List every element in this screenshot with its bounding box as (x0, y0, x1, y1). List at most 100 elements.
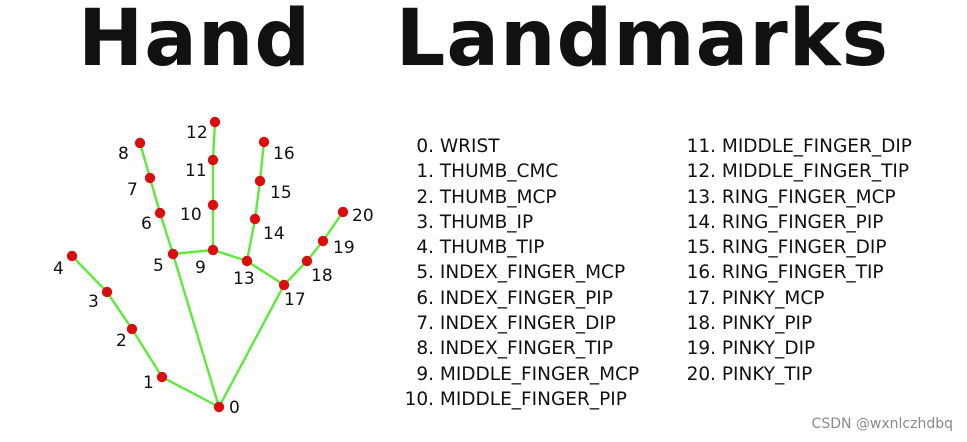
landmark-point-12 (209, 116, 221, 128)
legend-name: INDEX_FINGER_MCP (434, 262, 626, 284)
legend-item-19: 19. PINKY_DIP (684, 336, 912, 361)
legend-name: INDEX_FINGER_TIP (434, 338, 614, 360)
connection-2-3 (105, 290, 134, 331)
connection-13-17 (245, 259, 286, 287)
legend-number: 1. (416, 161, 434, 183)
landmark-point-6 (154, 207, 166, 219)
landmark-point-19 (317, 235, 329, 247)
legend-number: 9. (416, 363, 434, 385)
legend-name: PINKY_PIP (716, 313, 813, 335)
legend-item-16: 16. RING_FINGER_TIP (684, 260, 912, 285)
landmark-label-13: 13 (233, 269, 255, 289)
landmark-points-layer (66, 116, 349, 413)
legend-number: 18. (686, 313, 716, 335)
landmark-label-19: 19 (333, 238, 355, 258)
connections-layer (70, 120, 345, 409)
landmark-point-7 (144, 172, 156, 184)
landmark-label-4: 4 (53, 259, 64, 279)
landmark-label-1: 1 (143, 373, 154, 393)
landmark-point-13 (241, 255, 253, 267)
connection-19-20 (321, 210, 345, 243)
connection-5-6 (158, 211, 175, 256)
legend-item-7: 7. INDEX_FINGER_DIP (404, 311, 639, 336)
legend-number: 13. (686, 186, 716, 208)
legend-name: RING_FINGER_PIP (716, 211, 884, 233)
landmark-point-15 (254, 175, 266, 187)
connection-15-16 (258, 140, 266, 183)
legend-item-14: 14. RING_FINGER_PIP (684, 210, 912, 235)
legend-number: 19. (686, 338, 716, 360)
legend-item-13: 13. RING_FINGER_MCP (684, 185, 912, 210)
legend-item-8: 8. INDEX_FINGER_TIP (404, 336, 639, 361)
connection-1-2 (130, 327, 164, 379)
connection-17-18 (282, 259, 309, 287)
landmark-point-8 (134, 137, 146, 149)
legend-name: RING_FINGER_TIP (716, 262, 884, 284)
legend-name: PINKY_MCP (716, 287, 825, 309)
legend-name: THUMB_TIP (434, 237, 545, 259)
legend-item-5: 5. INDEX_FINGER_MCP (404, 260, 639, 285)
legend-item-1: 1. THUMB_CMC (404, 159, 639, 184)
legend-number: 16. (686, 262, 716, 284)
legend-item-17: 17. PINKY_MCP (684, 286, 912, 311)
legend-number: 11. (686, 136, 716, 157)
legend-name: MIDDLE_FINGER_TIP (716, 161, 910, 183)
landmark-point-5 (167, 248, 179, 260)
legend-item-12: 12. MIDDLE_FINGER_TIP (684, 159, 912, 184)
landmark-point-10 (207, 199, 219, 211)
legend-name: THUMB_MCP (434, 186, 557, 208)
legend-number: 10. (404, 388, 434, 410)
legend-item-2: 2. THUMB_MCP (404, 185, 639, 210)
legend-name: RING_FINGER_DIP (716, 237, 887, 259)
legend-number: 7. (416, 313, 434, 335)
landmark-point-11 (207, 154, 219, 166)
legend-number: 17. (686, 287, 716, 309)
landmark-point-1 (156, 371, 168, 383)
legend-item-15: 15. RING_FINGER_DIP (684, 235, 912, 260)
legend-number: 0. (416, 136, 434, 157)
landmark-label-15: 15 (270, 183, 292, 203)
legend-number: 12. (686, 161, 716, 183)
landmark-label-14: 14 (263, 224, 285, 244)
legend-name: WRIST (434, 136, 500, 157)
watermark: CSDN @wxnlczhdbq (811, 416, 953, 432)
landmark-point-4 (66, 250, 78, 262)
landmark-label-20: 20 (352, 206, 374, 226)
landmark-label-3: 3 (88, 292, 99, 312)
legend-name: MIDDLE_FINGER_DIP (716, 136, 912, 157)
connection-0-5 (171, 252, 221, 409)
legend-number: 6. (416, 287, 434, 309)
landmark-label-12: 12 (186, 123, 208, 143)
legend-name: MIDDLE_FINGER_PIP (434, 388, 627, 410)
connection-14-15 (253, 179, 262, 221)
legend-name: PINKY_DIP (716, 338, 816, 360)
legend-item-6: 6. INDEX_FINGER_PIP (404, 286, 639, 311)
landmark-label-10: 10 (180, 205, 202, 225)
legend-number: 14. (686, 211, 716, 233)
legend-number: 5. (416, 262, 434, 284)
landmark-point-0 (213, 401, 225, 413)
legend-name: INDEX_FINGER_PIP (434, 287, 613, 309)
legend-number: 20. (686, 363, 716, 385)
connection-13-14 (245, 217, 257, 263)
landmark-label-0: 0 (229, 398, 240, 418)
legend-number: 15. (686, 237, 716, 259)
landmark-point-16 (258, 136, 270, 148)
legend-name: INDEX_FINGER_DIP (434, 313, 616, 335)
landmark-label-5: 5 (153, 256, 164, 276)
landmark-label-2: 2 (116, 331, 127, 351)
connection-6-7 (148, 176, 162, 215)
landmark-label-9: 9 (195, 258, 206, 278)
landmark-label-16: 16 (273, 144, 295, 164)
connection-3-4 (70, 254, 109, 294)
connection-0-1 (160, 375, 221, 409)
landmark-point-17 (278, 279, 290, 291)
landmark-point-14 (249, 213, 261, 225)
landmark-label-6: 6 (141, 214, 152, 234)
connection-11-12 (211, 120, 217, 162)
legend-item-18: 18. PINKY_PIP (684, 311, 912, 336)
connection-0-17 (217, 283, 286, 409)
page-title: Hand Landmarks (77, 0, 890, 84)
